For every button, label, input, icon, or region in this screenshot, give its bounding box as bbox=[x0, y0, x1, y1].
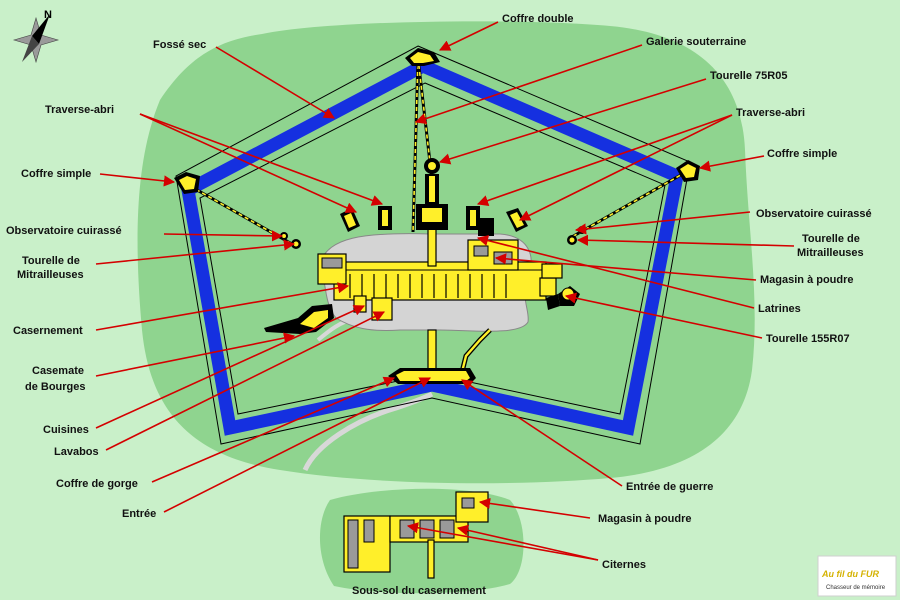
label-tourelle-mit-left-1: Tourelle de bbox=[22, 255, 80, 267]
label-cuisines: Cuisines bbox=[43, 424, 89, 436]
label-observatoire-right: Observatoire cuirassé bbox=[756, 208, 872, 220]
label-galerie-souterraine: Galerie souterraine bbox=[646, 36, 746, 48]
label-entree-guerre: Entrée de guerre bbox=[626, 481, 713, 493]
label-coffre-simple-left: Coffre simple bbox=[21, 168, 91, 180]
label-magasin-poudre: Magasin à poudre bbox=[760, 274, 854, 286]
compass-rose-icon: N bbox=[12, 9, 60, 64]
leader-lines bbox=[95, 21, 795, 561]
coffre-simple-left-structure bbox=[174, 172, 200, 194]
label-fosse-sec: Fossé sec bbox=[153, 39, 206, 51]
label-lavabos: Lavabos bbox=[54, 446, 99, 458]
author-logo: Au fil du FUR Chasseur de mémoire bbox=[817, 555, 897, 597]
label-latrines: Latrines bbox=[758, 303, 801, 315]
tourelle-75r05-structure bbox=[416, 158, 448, 230]
label-casemate-2: de Bourges bbox=[25, 381, 86, 393]
coffre-simple-right-structure bbox=[676, 160, 700, 182]
access-road bbox=[302, 391, 434, 472]
label-traverse-abri-right: Traverse-abri bbox=[736, 107, 805, 119]
label-tourelle-mit-left-2: Mitrailleuses bbox=[17, 269, 84, 281]
label-tourelle-mit-right-1: Tourelle de bbox=[802, 233, 860, 245]
label-magasin-poudre-sous: Magasin à poudre bbox=[598, 513, 692, 525]
label-citernes: Citernes bbox=[602, 559, 646, 571]
label-tourelle-75r05: Tourelle 75R05 bbox=[710, 70, 787, 82]
logo-text: Au fil du FUR bbox=[821, 569, 879, 579]
label-casemate-1: Casemate bbox=[32, 365, 84, 377]
label-sous-sol: Sous-sol du casernement bbox=[352, 585, 486, 597]
label-tourelle-mit-right-2: Mitrailleuses bbox=[797, 247, 864, 259]
gorge-connections bbox=[388, 328, 492, 384]
casemate-de-bourges-structure bbox=[264, 304, 334, 334]
label-observatoire-left: Observatoire cuirassé bbox=[6, 225, 122, 237]
label-coffre-gorge: Coffre de gorge bbox=[56, 478, 138, 490]
label-coffre-simple-right: Coffre simple bbox=[767, 148, 837, 160]
coffre-double-structure bbox=[405, 48, 440, 66]
casernement-block bbox=[317, 225, 563, 321]
traverses-abris bbox=[340, 206, 528, 236]
label-tourelle-155r07: Tourelle 155R07 bbox=[766, 333, 850, 345]
label-traverse-abri-left: Traverse-abri bbox=[45, 104, 114, 116]
logo-subtext: Chasseur de mémoire bbox=[826, 585, 886, 591]
label-coffre-double: Coffre double bbox=[502, 13, 574, 25]
label-entree: Entrée bbox=[122, 508, 156, 520]
tourelle-mitrailleuses-right-structure bbox=[567, 235, 577, 245]
label-casernement: Casernement bbox=[13, 325, 83, 337]
compass-north-letter: N bbox=[44, 9, 52, 21]
